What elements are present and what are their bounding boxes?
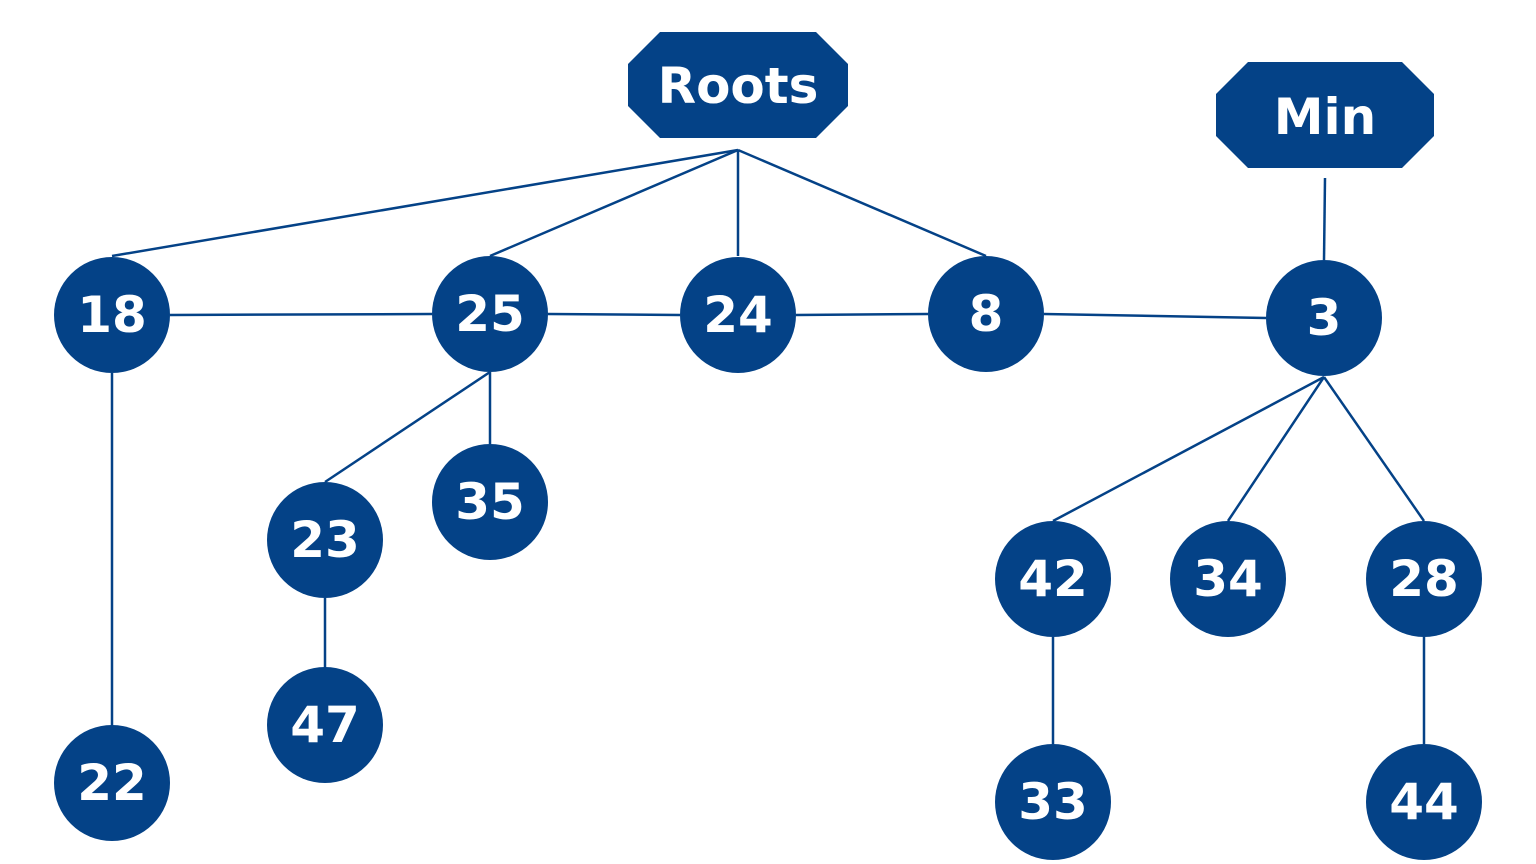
edge-3-42: [1052, 375, 1325, 523]
node-44: 44: [1366, 744, 1482, 860]
edge-8-3: [1043, 312, 1267, 320]
node-35-label: 35: [455, 473, 525, 531]
node-25-label: 25: [455, 285, 525, 343]
roots-label-box: Roots: [628, 32, 848, 138]
node-22: 22: [54, 725, 170, 841]
roots-label: Roots: [658, 57, 819, 115]
node-28-label: 28: [1389, 550, 1459, 608]
node-23: 23: [267, 482, 383, 598]
edge-25-23: [324, 370, 491, 484]
node-3-label: 3: [1307, 289, 1342, 347]
node-23-label: 23: [290, 511, 360, 569]
node-33: 33: [995, 744, 1111, 860]
node-42-label: 42: [1018, 550, 1088, 608]
min-label-box: Min: [1216, 62, 1434, 168]
edge-3-34: [1226, 376, 1326, 522]
edge-25-24: [547, 312, 681, 317]
node-22-label: 22: [77, 754, 147, 812]
node-42: 42: [995, 521, 1111, 637]
node-18-label: 18: [77, 286, 147, 344]
node-35: 35: [432, 444, 548, 560]
node-47-label: 47: [290, 696, 360, 754]
node-34: 34: [1170, 521, 1286, 637]
edge-roots-25: [489, 148, 739, 258]
edge-18-25: [169, 312, 433, 317]
node-47: 47: [267, 667, 383, 783]
node-28: 28: [1366, 521, 1482, 637]
node-33-label: 33: [1018, 773, 1088, 831]
edge-3-28: [1322, 376, 1426, 522]
node-44-label: 44: [1389, 773, 1459, 831]
node-34-label: 34: [1193, 550, 1263, 608]
node-24-label: 24: [703, 286, 773, 344]
edge-min-3: [1322, 177, 1327, 261]
node-3: 3: [1266, 260, 1382, 376]
node-18: 18: [54, 257, 170, 373]
node-8-label: 8: [969, 285, 1004, 343]
edge-roots-18: [111, 148, 739, 258]
edge-roots-8: [737, 148, 987, 258]
edge-24-8: [795, 312, 929, 317]
node-8: 8: [928, 256, 1044, 372]
node-24: 24: [680, 257, 796, 373]
min-label: Min: [1274, 88, 1377, 146]
node-25: 25: [432, 256, 548, 372]
